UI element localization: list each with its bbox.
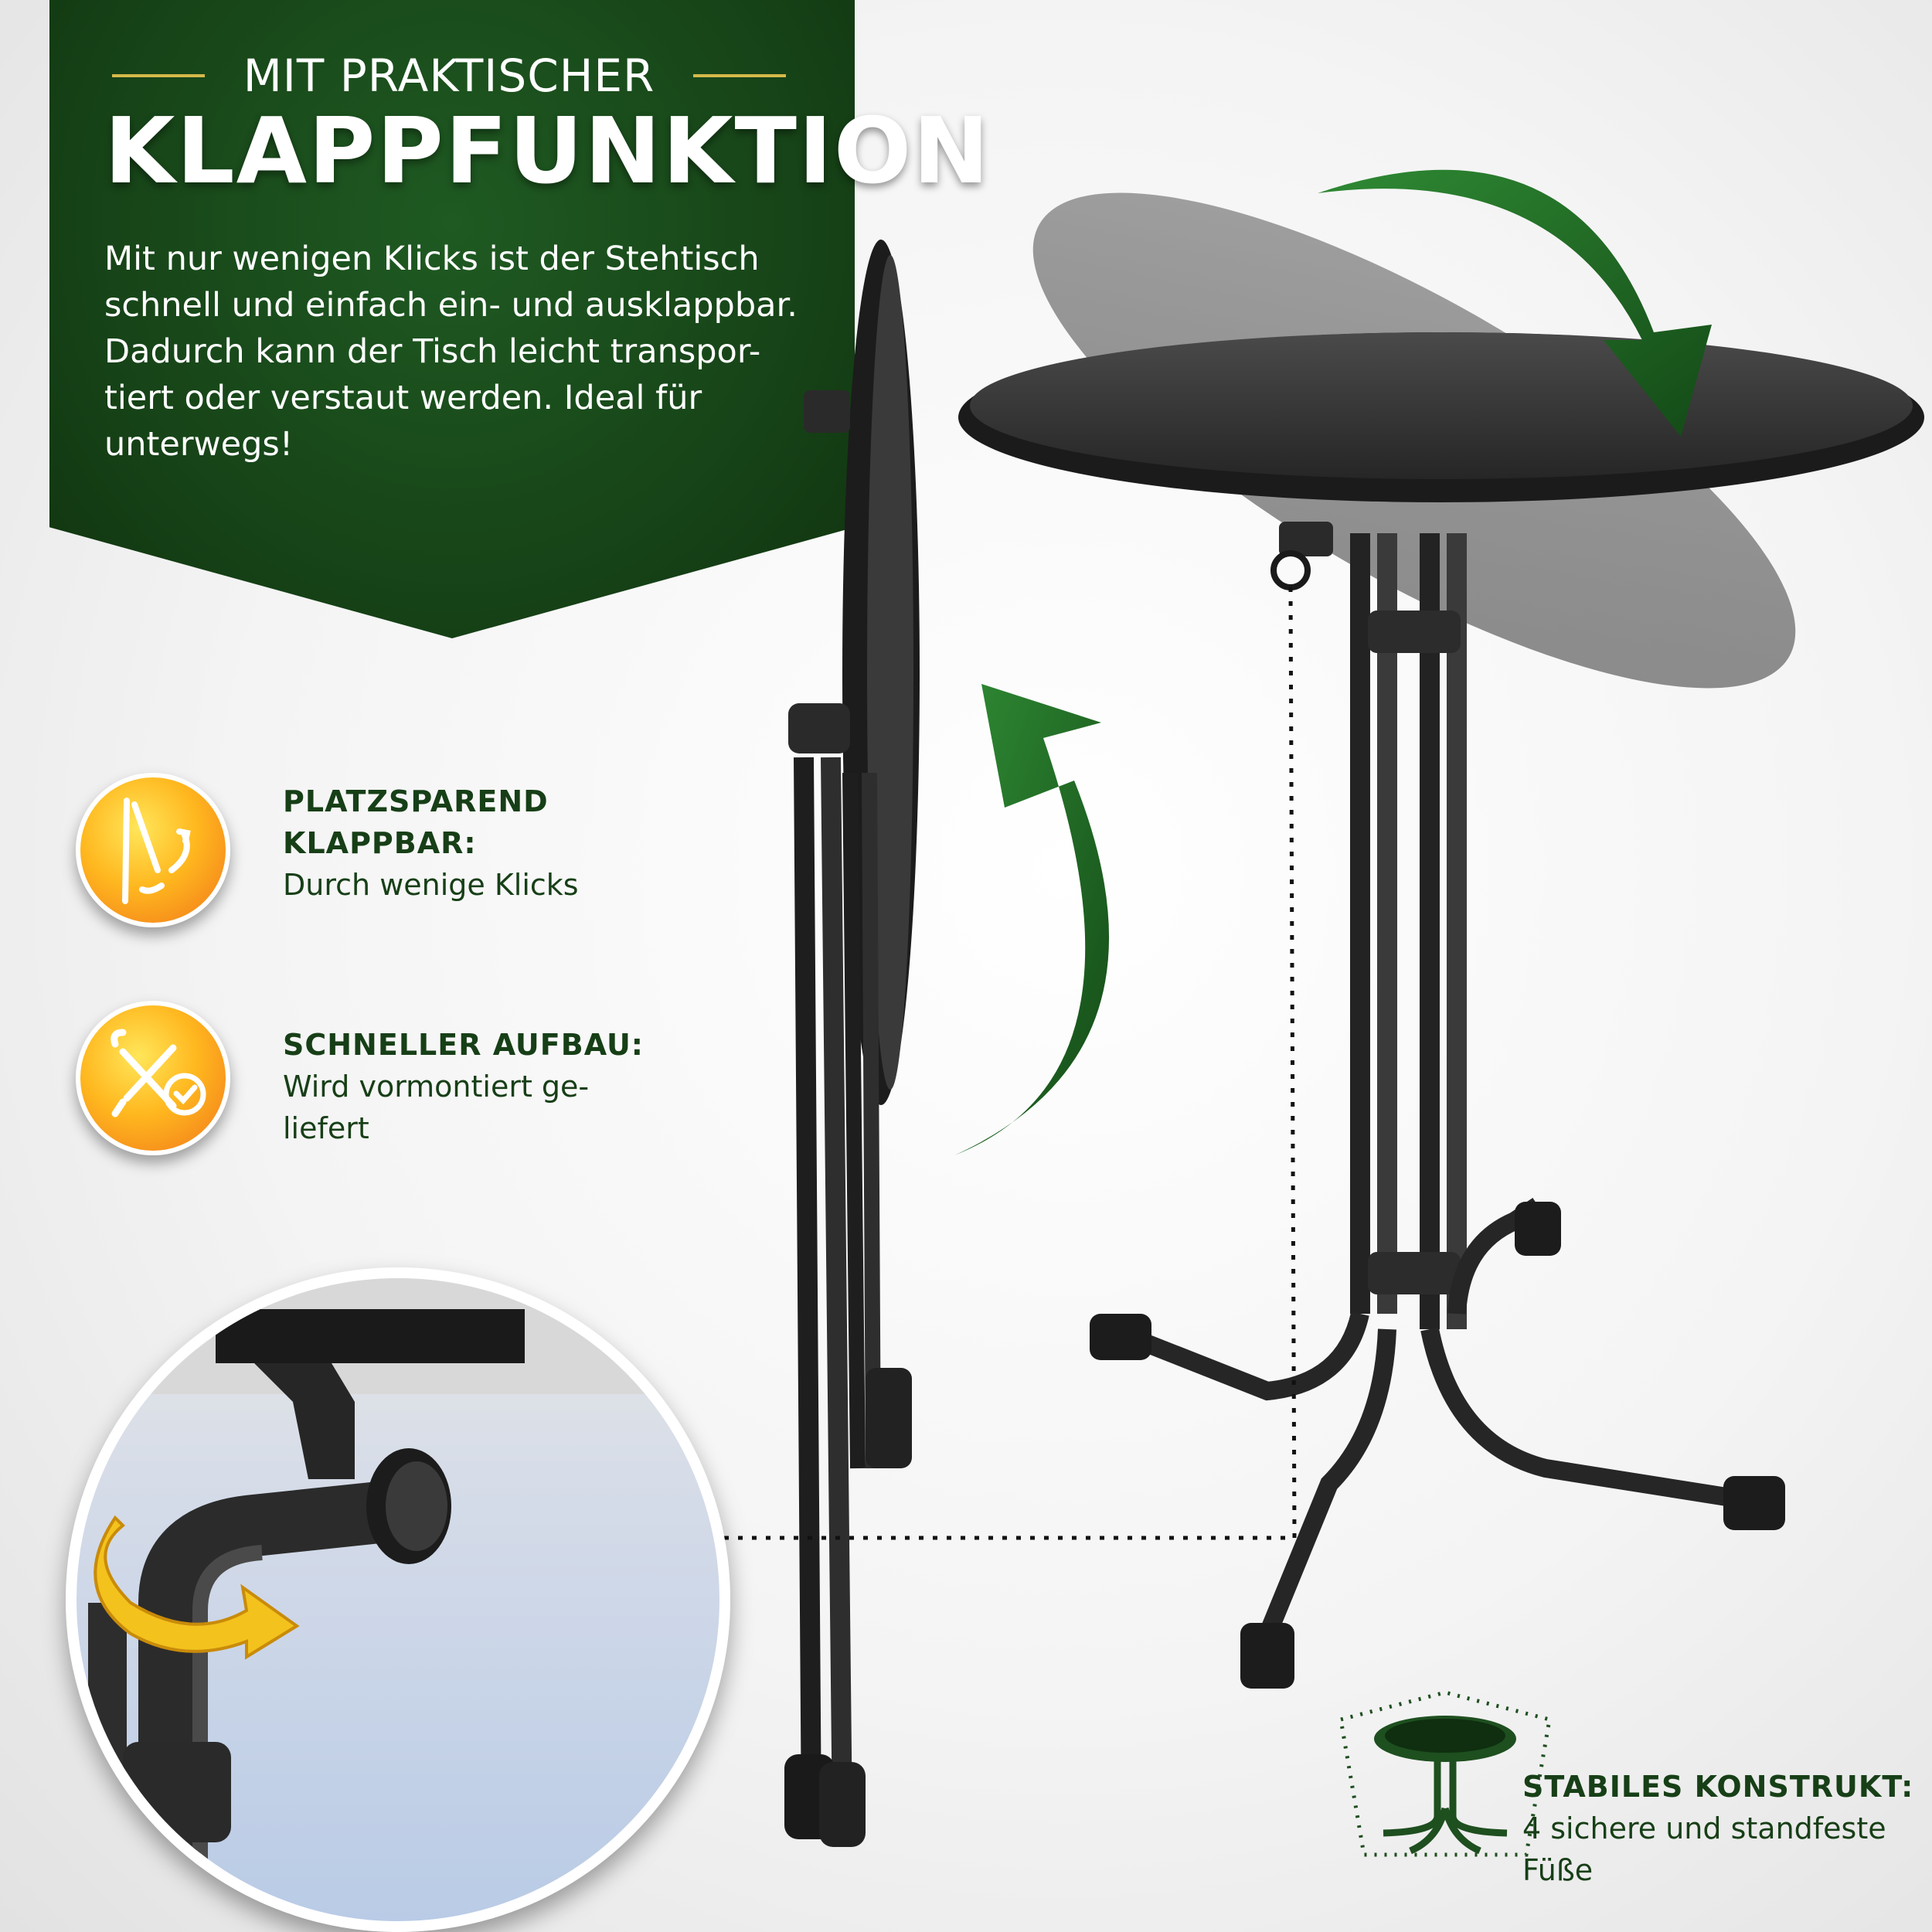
feature-quick-setup: SCHNELLER AUFBAU: Wird vormontiert ge- l… [283, 1024, 644, 1149]
feature-title: KLAPPBAR: [283, 826, 477, 860]
feature-desc: Wird vormontiert ge- [283, 1070, 590, 1104]
kicker-line-right [693, 74, 786, 77]
tools-check-icon [76, 1001, 230, 1155]
banner-kicker: MIT PRAKTISCHER [243, 49, 655, 102]
folded-table [784, 240, 920, 1847]
foldable-legs-icon [76, 773, 230, 927]
description-line: schnell und einfach ein- und ausklappbar… [104, 286, 798, 325]
banner-description: Mit nur wenigen Klicks ist der Stehtisch… [104, 236, 831, 468]
description-line: unterwegs! [104, 425, 294, 464]
feature-foldable: PLATZSPAREND KLAPPBAR: Durch wenige Klic… [283, 781, 579, 906]
banner-kicker-row: MIT PRAKTISCHER [112, 45, 786, 107]
stable-desc: Füße [1522, 1853, 1594, 1887]
detail-zoom-circle [66, 1267, 730, 1932]
description-line: tiert oder verstaut werden. Ideal für [104, 379, 702, 417]
feature-title: SCHNELLER AUFBAU: [283, 1028, 645, 1062]
rotate-arrow-icon [94, 1515, 300, 1660]
stable-title: STABILES KONSTRUKT: [1522, 1770, 1914, 1804]
feature-desc: Durch wenige Klicks [283, 868, 579, 902]
stable-desc: 4 sichere und standfeste [1522, 1811, 1886, 1845]
fold-arrow-up-icon [954, 684, 1110, 1155]
feature-title: PLATZSPAREND [283, 784, 549, 818]
kicker-line-left [112, 74, 205, 77]
description-line: Dadurch kann der Tisch leicht transpor- [104, 332, 761, 371]
feature-desc: liefert [283, 1111, 369, 1145]
stable-construction: STABILES KONSTRUKT: 4 sichere und standf… [1522, 1766, 1913, 1891]
description-line: Mit nur wenigen Klicks ist der Stehtisch [104, 240, 760, 278]
fold-arrow-down-icon [1318, 169, 1712, 437]
header-banner [49, 0, 855, 638]
